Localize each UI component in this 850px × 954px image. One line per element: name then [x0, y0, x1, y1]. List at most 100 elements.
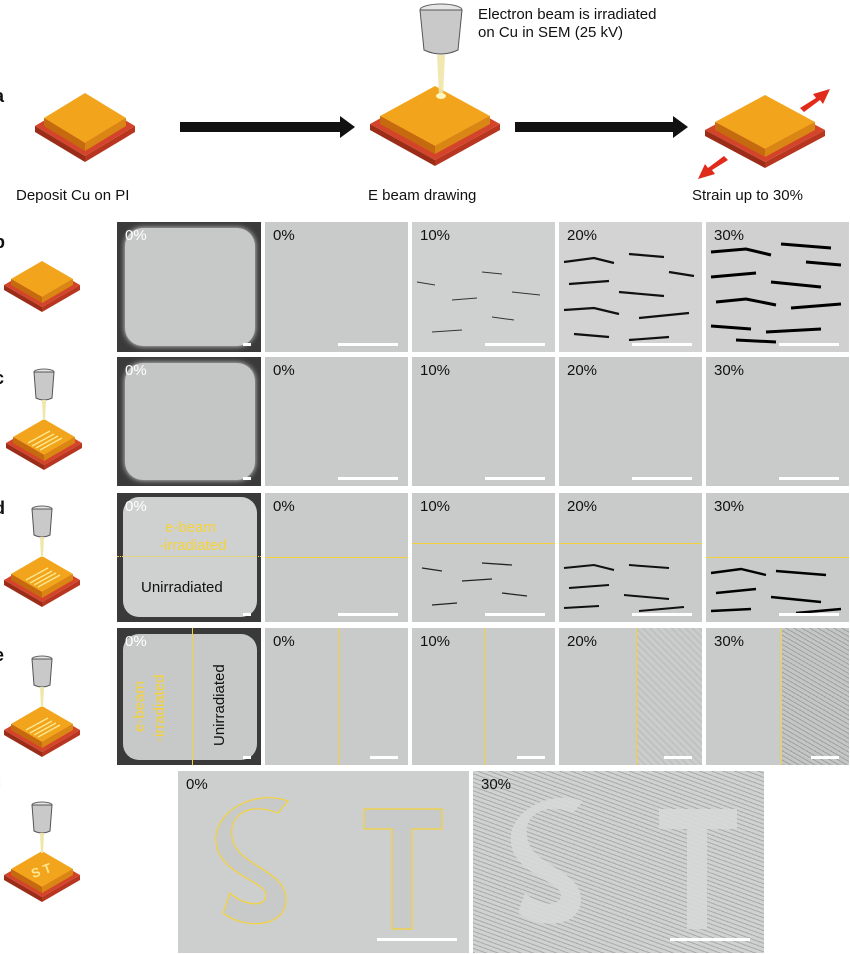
row-f-gun-icon	[31, 801, 53, 854]
row-e-irradiated-line1: e-beam	[131, 681, 148, 732]
row-b-image-2: 10%	[412, 222, 555, 352]
row-c-label-1: 0%	[273, 362, 295, 379]
scale-bar	[632, 343, 692, 346]
row-b-image-3: 20%	[559, 222, 702, 352]
row-d-irradiated-line1: e-beam	[165, 519, 216, 536]
scale-bar	[338, 343, 398, 346]
scale-bar	[485, 613, 545, 616]
arrow-2	[515, 116, 688, 138]
panel-f-label-1: 30%	[481, 776, 512, 793]
row-d-overview-image: 0% e-beam -irradiated Unirradiated	[117, 493, 261, 622]
row-d-image-2: 10%	[412, 493, 555, 622]
scale-bar	[664, 756, 692, 759]
row-e-irradiated-line2: -irradiated	[151, 674, 168, 742]
panel-f-image-1: 30%	[473, 771, 764, 953]
panel-letter-e: e	[0, 645, 4, 666]
scale-bar	[670, 938, 750, 941]
row-d-label-0: 0%	[125, 498, 147, 515]
row-e-label-0: 0%	[125, 633, 147, 650]
panel-letter-b: b	[0, 232, 5, 253]
electron-gun-icon	[419, 3, 463, 99]
row-e-label-3: 20%	[567, 633, 598, 650]
cu-on-pi-chip-3	[705, 95, 825, 168]
panel-letter-d: d	[0, 498, 5, 519]
row-b-label-0: 0%	[125, 227, 147, 244]
row-f-chip: S T	[4, 851, 80, 902]
row-b-overview-image: 0%	[117, 222, 261, 352]
row-b-label-3: 20%	[567, 227, 598, 244]
row-b-image-1: 0%	[265, 222, 408, 352]
cu-on-pi-chip-1	[35, 93, 135, 162]
row-d-irradiated-line2: -irradiated	[159, 537, 227, 554]
row-c-gun-icon	[33, 368, 55, 421]
caption-deposit: Deposit Cu on PI	[16, 187, 130, 204]
scale-bar	[485, 343, 545, 346]
row-d-chip	[4, 556, 80, 607]
row-b-image-4: 30%	[706, 222, 849, 352]
row-e-image-4: 30%	[706, 628, 849, 765]
row-e-overview-image: 0% e-beam -irradiated Unirradiated	[117, 628, 261, 765]
row-schematics: S T	[4, 261, 82, 902]
row-c-label-4: 30%	[714, 362, 745, 379]
scale-bar	[338, 613, 398, 616]
scale-bar	[243, 613, 251, 616]
row-c-image-2: 10%	[412, 357, 555, 486]
st-pattern-outline	[215, 797, 443, 930]
row-e-label-4: 30%	[714, 633, 745, 650]
scale-bar	[377, 938, 457, 941]
panel-f-image-0: 0%	[178, 771, 469, 953]
row-d-image-1: 0%	[265, 493, 408, 622]
st-pattern-strained	[510, 797, 737, 929]
row-b-label-2: 10%	[420, 227, 451, 244]
svg-text:S T: S T	[29, 860, 53, 881]
scale-bar	[243, 756, 251, 759]
row-c-chip	[6, 419, 82, 470]
caption-strain: Strain up to 30%	[692, 187, 803, 204]
scale-bar	[811, 756, 839, 759]
scale-bar	[632, 613, 692, 616]
row-e-image-1: 0%	[265, 628, 408, 765]
scale-bar	[370, 756, 398, 759]
row-c-label-0: 0%	[125, 362, 147, 379]
row-c-overview-image: 0%	[117, 357, 261, 486]
row-d-label-2: 10%	[420, 498, 451, 515]
panel-letter-a: a	[0, 86, 4, 107]
scale-bar	[243, 477, 251, 480]
scale-bar	[485, 477, 545, 480]
cu-on-pi-chip-2	[370, 86, 500, 166]
arrow-1	[180, 116, 355, 138]
row-d-gun-icon	[31, 505, 53, 558]
row-c-image-3: 20%	[559, 357, 702, 486]
row-d-unirradiated: Unirradiated	[141, 579, 223, 596]
scale-bar	[779, 613, 839, 616]
row-c-label-3: 20%	[567, 362, 598, 379]
row-b-label-1: 0%	[273, 227, 295, 244]
scale-bar	[517, 756, 545, 759]
row-b-chip	[4, 261, 80, 312]
row-d-label-1: 0%	[273, 498, 295, 515]
caption-ebeam-drawing: E beam drawing	[368, 187, 477, 204]
row-e-image-2: 10%	[412, 628, 555, 765]
scale-bar	[338, 477, 398, 480]
row-e-unirradiated: Unirradiated	[211, 664, 228, 746]
scale-bar	[779, 343, 839, 346]
row-c-image-4: 30%	[706, 357, 849, 486]
beam-note-line2: on Cu in SEM (25 kV)	[478, 24, 624, 41]
row-e-label-2: 10%	[420, 633, 451, 650]
scale-bar	[632, 477, 692, 480]
strain-arrows-icon	[698, 89, 830, 179]
panel-letter-c: c	[0, 368, 4, 389]
panel-a-schematic	[35, 3, 830, 179]
scale-bar	[779, 477, 839, 480]
row-d-label-4: 30%	[714, 498, 745, 515]
panel-f-label-0: 0%	[186, 776, 208, 793]
row-d-image-3: 20%	[559, 493, 702, 622]
row-e-chip	[4, 706, 80, 757]
row-e-label-1: 0%	[273, 633, 295, 650]
row-e-gun-icon	[31, 655, 53, 708]
row-b-label-4: 30%	[714, 227, 745, 244]
scale-bar	[243, 343, 251, 346]
row-d-image-4: 30%	[706, 493, 849, 622]
row-e-image-3: 20%	[559, 628, 702, 765]
row-c-label-2: 10%	[420, 362, 451, 379]
